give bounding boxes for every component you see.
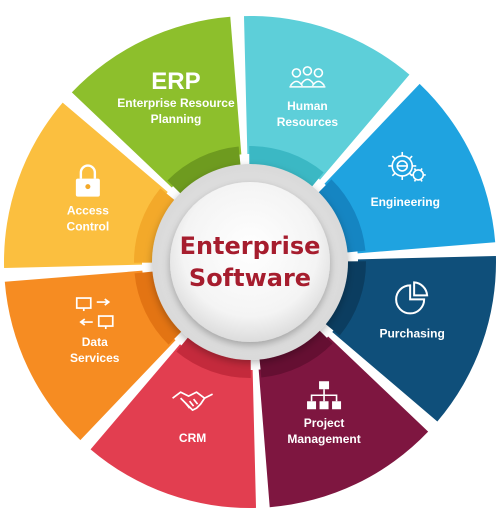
segment-hr-label: Human bbox=[287, 99, 328, 113]
segment-hr-label: Resources bbox=[277, 115, 339, 129]
segment-eng-inner-band bbox=[317, 179, 366, 253]
segment-erp-label: Enterprise Resource bbox=[117, 96, 235, 110]
center-hub: Enterprise Software bbox=[152, 164, 348, 360]
center-title-line1: Enterprise bbox=[180, 232, 321, 260]
segment-data-fill bbox=[4, 270, 176, 441]
segment-purch-fill bbox=[332, 255, 496, 422]
segment-eng: Engineering bbox=[317, 83, 496, 254]
lock-icon bbox=[75, 164, 100, 197]
segment-pm-fill bbox=[258, 336, 429, 508]
segment-erp-inner-band bbox=[167, 146, 241, 195]
segment-pm-label: Management bbox=[287, 432, 360, 446]
segment-erp-fill bbox=[71, 16, 242, 188]
segment-crm-inner-band bbox=[176, 336, 251, 378]
segment-purch-label: Purchasing bbox=[379, 326, 444, 340]
segment-hr-inner-band bbox=[249, 145, 324, 188]
segment-crm-label: CRM bbox=[179, 431, 206, 445]
segment-eng-fill bbox=[324, 83, 496, 254]
segment-data-label: Data bbox=[82, 335, 108, 349]
segment-data-inner-band bbox=[134, 271, 183, 345]
segment-crm: CRM bbox=[90, 336, 257, 508]
segment-hr-fill bbox=[243, 15, 410, 180]
segment-access-inner-band bbox=[133, 188, 176, 263]
segment-data-label: Services bbox=[70, 351, 120, 365]
people-group-icon bbox=[289, 66, 326, 88]
segment-crm-fill bbox=[90, 344, 257, 508]
segment-erp-label: Planning bbox=[151, 112, 202, 126]
segment-access-label: Control bbox=[67, 220, 110, 234]
handshake-icon bbox=[172, 391, 213, 411]
gears-globe-icon bbox=[388, 151, 426, 182]
segment-eng-label: Engineering bbox=[371, 195, 440, 209]
org-chart-icon bbox=[307, 381, 342, 410]
center-title-line2: Software bbox=[189, 264, 311, 292]
segment-erp-title: ERP bbox=[151, 68, 200, 95]
segment-purch-inner-band bbox=[324, 261, 366, 336]
segment-pm-label: Project bbox=[304, 416, 345, 430]
segment-purch: Purchasing bbox=[324, 255, 496, 422]
segment-access-label: Access bbox=[67, 204, 109, 218]
pie-chart-icon bbox=[395, 281, 429, 315]
segment-pm-inner-band bbox=[259, 329, 333, 378]
hub-circle bbox=[170, 182, 330, 342]
data-transfer-icon bbox=[75, 297, 114, 330]
